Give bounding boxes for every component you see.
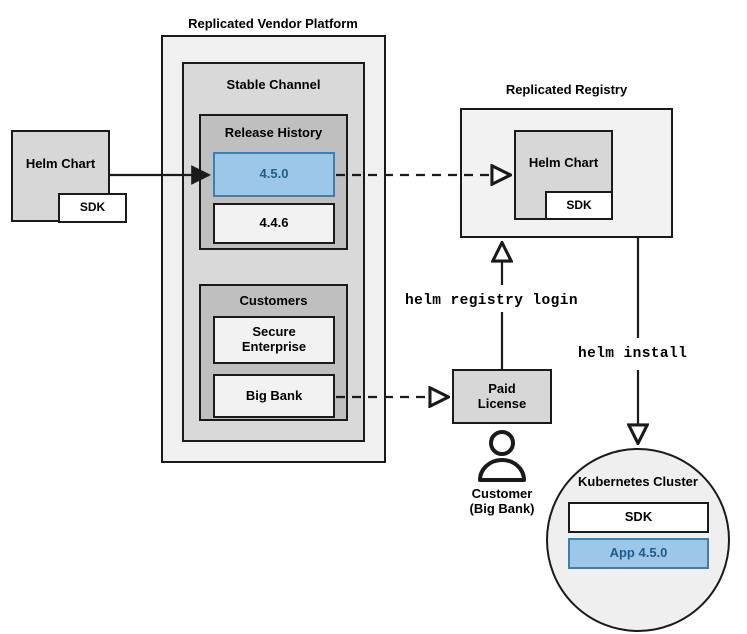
vendor-platform-title: Replicated Vendor Platform [188,16,358,31]
registry-title: Replicated Registry [505,82,628,97]
helm-chart-source-sdk-box[interactable]: SDK [58,193,127,223]
cluster-app-box[interactable]: App 4.5.0 [568,538,709,569]
helm-install-label: helm install [578,346,688,362]
release-version-previous[interactable]: 4.4.6 [213,203,335,244]
customers-label: Customers [239,293,308,308]
customer-secure-enterprise[interactable]: Secure Enterprise [213,316,335,364]
cluster-sdk-box[interactable]: SDK [568,502,709,533]
helm-registry-login-label: helm registry login [405,293,578,309]
customer-big-bank-label: Big Bank [245,387,303,403]
customer-secure-enterprise-label: Secure Enterprise [241,324,307,354]
release-version-current-label: 4.5.0 [259,166,289,182]
customer-big-bank[interactable]: Big Bank [213,374,335,418]
cluster-app-label: App 4.5.0 [609,545,668,561]
helm-chart-source-label: Helm Chart [25,155,96,171]
registry-helm-chart-label: Helm Chart [528,154,599,170]
customer-person-icon [478,430,526,482]
paid-license-label: Paid License [477,380,527,411]
helm-chart-source-sdk-label: SDK [79,200,106,215]
release-version-current[interactable]: 4.5.0 [213,152,335,197]
release-version-previous-label: 4.4.6 [259,215,289,231]
registry-sdk-label: SDK [566,197,592,212]
registry-sdk-box[interactable]: SDK [545,191,613,220]
cluster-sdk-label: SDK [624,509,653,525]
stable-channel-label: Stable Channel [226,77,321,92]
paid-license-box[interactable]: Paid License [452,369,552,424]
release-history-label: Release History [224,125,323,140]
kubernetes-cluster-label: Kubernetes Cluster [578,473,698,489]
customer-person-label: Customer (Big Bank) [469,486,535,516]
